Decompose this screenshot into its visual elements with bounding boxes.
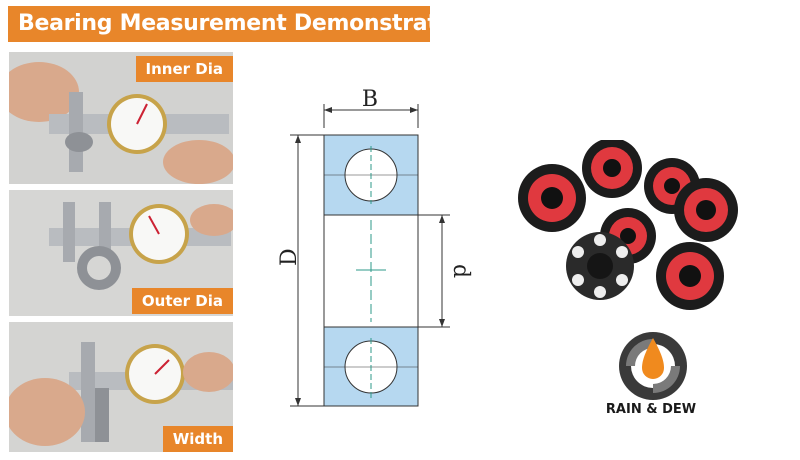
tag-inner-dia: Inner Dia [135,56,233,82]
page-title: Bearing Measurement Demonstrate [18,11,453,36]
photo-inner-dia: Inner Dia [9,52,233,184]
photo-width: Width [9,322,233,452]
brand-logo [614,326,692,406]
brand-name: RAIN & DEW [605,402,697,417]
tag-width: Width [162,426,233,452]
bearing-7 [656,242,724,310]
label-d-inner: d [448,264,473,278]
product-bearings-image [510,138,750,324]
bearing-1 [518,164,586,232]
photo-outer-dia: Outer Dia [9,190,233,316]
tag-outer-dia: Outer Dia [131,288,233,314]
label-b: B [362,87,378,112]
label-d-outer: D [277,248,302,266]
bearing-4 [674,178,738,242]
bearing-cross-section-diagram: B D d [270,80,490,424]
bearing-2 [582,138,642,198]
bearing-ceramic [566,232,634,300]
title-banner: Bearing Measurement Demonstrate [8,6,453,42]
